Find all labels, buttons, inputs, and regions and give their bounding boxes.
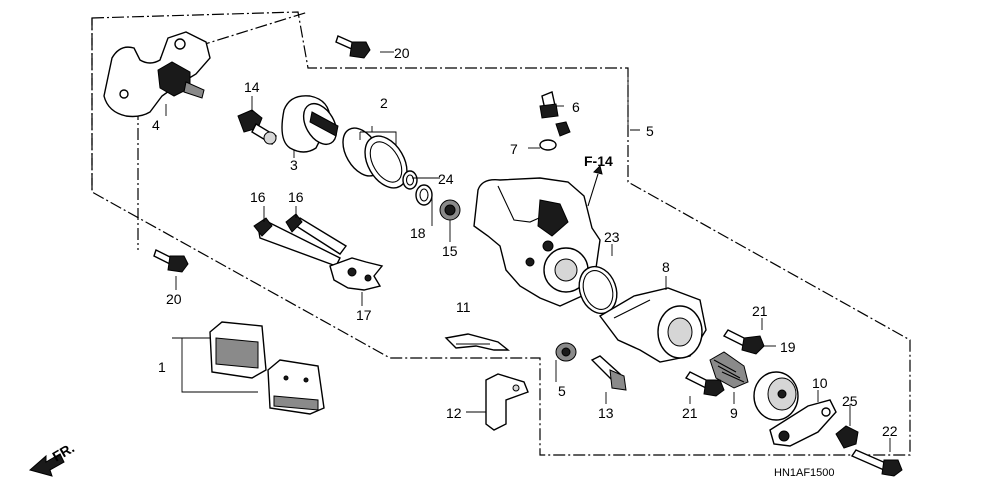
bolt-19-part[interactable] (722, 329, 765, 355)
callout-14: 14 (244, 79, 260, 95)
callout-1: 1 (158, 359, 166, 375)
callout-17: 17 (356, 307, 372, 323)
reference-marker: F-14 (584, 153, 613, 169)
callout-10: 10 (812, 375, 828, 391)
callout-16-right: 16 (288, 189, 304, 205)
callout-labels: 1 2 3 4 5 5 6 7 8 9 10 11 12 13 14 15 16… (50, 45, 898, 479)
callout-5-lower: 5 (558, 383, 566, 399)
bleeder-cap-part[interactable] (539, 121, 571, 151)
brake-pad-set-part[interactable] (209, 321, 325, 415)
callout-22: 22 (882, 423, 898, 439)
dust-boot-part[interactable] (555, 342, 577, 362)
reference-arrow-icon (587, 165, 603, 207)
callout-4: 4 (152, 117, 160, 133)
diagram-code: HN1AF1500 (774, 467, 835, 479)
sleeve-pin-part[interactable] (590, 355, 627, 391)
callout-21-upper: 21 (752, 303, 768, 319)
callout-20-upper: 20 (394, 45, 410, 61)
callout-15: 15 (442, 243, 458, 259)
callout-3: 3 (290, 157, 298, 173)
o-ring-part[interactable] (573, 261, 623, 318)
callout-6: 6 (572, 99, 580, 115)
callout-8: 8 (662, 259, 670, 275)
bleeder-valve-part[interactable] (539, 91, 559, 119)
front-arrow-icon (28, 453, 65, 477)
callout-25: 25 (842, 393, 858, 409)
callout-16-left: 16 (250, 189, 266, 205)
callout-9: 9 (730, 405, 738, 421)
callout-13: 13 (598, 405, 614, 421)
bolt-upper-part[interactable] (335, 35, 371, 59)
callout-11: 11 (456, 299, 471, 315)
bracket-10-part[interactable] (769, 399, 837, 447)
bracket-12-part[interactable] (485, 373, 529, 431)
callout-21-lower: 21 (682, 405, 698, 421)
callout-23: 23 (604, 229, 620, 245)
piston-part[interactable] (281, 95, 343, 153)
callout-19: 19 (780, 339, 796, 355)
boot-part[interactable] (439, 199, 461, 221)
callout-24: 24 (438, 171, 454, 187)
caliper-bracket-part[interactable] (103, 31, 211, 118)
bolt-22-part[interactable] (850, 449, 903, 477)
slide-pin-part[interactable] (253, 213, 348, 267)
callout-18: 18 (410, 225, 426, 241)
pad-spring-11-part[interactable] (444, 333, 510, 351)
spring-part[interactable] (709, 351, 749, 389)
washer-part[interactable] (402, 170, 433, 206)
pad-retainer-part[interactable] (329, 257, 384, 291)
nut-part[interactable] (835, 425, 859, 449)
roller-part[interactable] (753, 371, 799, 421)
bleeder-bolt-part[interactable] (237, 109, 277, 145)
callout-2: 2 (380, 95, 388, 111)
callout-7: 7 (510, 141, 518, 157)
caliper-bracket-8-part[interactable] (598, 287, 707, 363)
bolt-lower-part[interactable] (153, 249, 189, 273)
callout-5: 5 (646, 123, 654, 139)
leader-lines (165, 51, 891, 452)
bolt-21-part[interactable] (684, 371, 725, 397)
callout-20-lower: 20 (166, 291, 182, 307)
callout-12: 12 (446, 405, 462, 421)
piston-seal-part[interactable] (335, 121, 415, 195)
